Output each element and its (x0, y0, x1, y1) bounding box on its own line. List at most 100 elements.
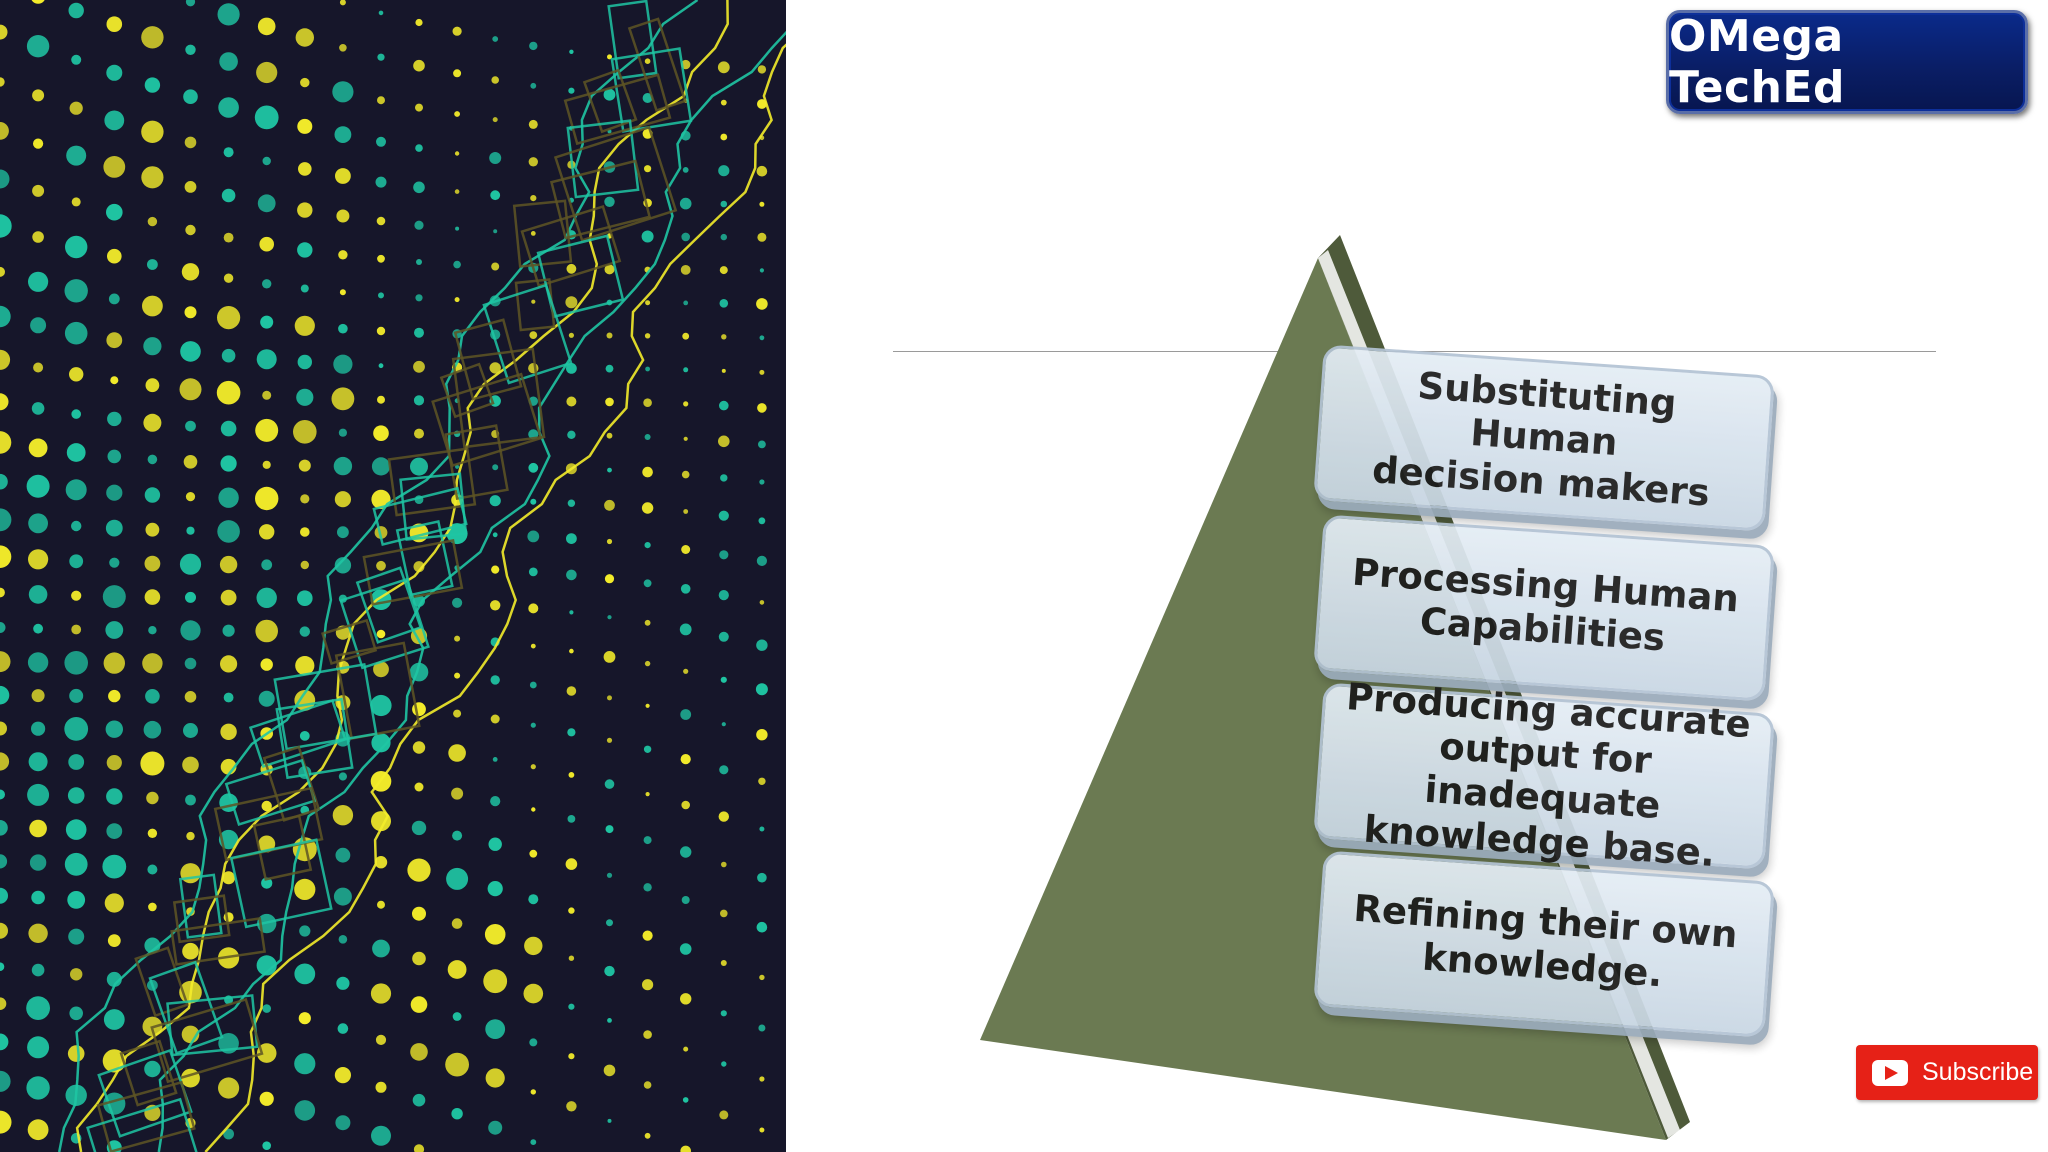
decor-dot (143, 337, 162, 356)
decor-dot (568, 955, 575, 961)
decor-dot (412, 951, 426, 966)
decor-dot (415, 18, 423, 27)
decor-rect (444, 424, 509, 501)
decor-dot (67, 1045, 85, 1062)
decor-dot (454, 297, 460, 303)
decor-dot (488, 837, 502, 851)
decor-rect (97, 1048, 193, 1138)
decor-dot (413, 181, 425, 194)
decor-dot (568, 332, 575, 338)
decor-dot (331, 387, 355, 411)
decor-dot (490, 600, 501, 611)
decor-dot (27, 652, 49, 673)
decor-dot (64, 852, 88, 876)
decor-dot (607, 695, 612, 701)
tier-2-text: Processing Human Capabilities (1350, 550, 1741, 660)
decor-dot (144, 937, 161, 954)
decor-dot (604, 965, 615, 977)
decor-dot (297, 118, 313, 134)
decor-dot (528, 894, 539, 905)
decor-dot (759, 369, 765, 375)
decor-dot (683, 1046, 689, 1052)
pyramid-tier-1: Substituting Human decision makers (1313, 344, 1775, 532)
decor-dot (376, 216, 386, 226)
decor-dot (108, 689, 121, 703)
decor-dot (530, 195, 537, 202)
decor-dot (183, 723, 198, 738)
decor-dot (0, 854, 8, 869)
decor-dot (604, 574, 615, 584)
decor-dot (680, 709, 692, 720)
decor-dot (67, 891, 86, 909)
decor-dot (568, 87, 575, 94)
decor-dot (0, 685, 10, 705)
decor-dot (300, 527, 310, 537)
decor-dot (719, 400, 729, 411)
decor-dot (415, 294, 423, 302)
subscribe-button[interactable]: Subscribe (1856, 1045, 2038, 1100)
decor-dot (186, 526, 195, 535)
decor-dot (335, 168, 351, 184)
decor-dot (66, 145, 87, 166)
decor-dot (680, 1145, 691, 1152)
decor-dot (566, 263, 577, 274)
decor-dot (757, 232, 767, 242)
decor-dot (413, 1144, 425, 1152)
decor-dot (64, 717, 89, 741)
decor-dot (683, 367, 689, 373)
decor-dot (681, 896, 690, 904)
decor-dot (294, 878, 316, 901)
decor-dot (642, 930, 653, 941)
decor-rect (431, 372, 543, 468)
decor-dot (69, 554, 84, 569)
decor-dot (334, 1067, 351, 1084)
decor-dot (643, 836, 652, 845)
decor-dot (645, 703, 650, 708)
decor-dot (26, 474, 50, 498)
decor-dot (759, 826, 765, 832)
decor-dot (262, 1004, 272, 1013)
decor-dot (0, 721, 7, 736)
decor-dot (681, 800, 690, 810)
decor-dot (374, 856, 388, 869)
decor-dot (376, 136, 386, 147)
decor-dot (186, 831, 195, 841)
decor-rect (566, 119, 640, 199)
decor-dot (644, 660, 651, 667)
decor-dot (679, 623, 692, 636)
decor-dot (219, 555, 238, 574)
decor-dot (370, 694, 392, 717)
tier-4-text: Refining their own knowledge. (1352, 887, 1739, 996)
decor-dot (759, 1127, 765, 1133)
decor-dot (643, 1081, 652, 1089)
decor-dot (65, 819, 87, 840)
decor-dot (414, 428, 424, 439)
decor-dot (71, 197, 81, 207)
decor-dot (607, 467, 612, 473)
decor-dot (644, 619, 651, 626)
decor-dot (68, 928, 85, 945)
decor-dot (339, 0, 346, 6)
decor-dot (759, 600, 765, 605)
decor-dot (644, 165, 652, 173)
decor-rect (172, 894, 231, 944)
decor-dot (0, 349, 11, 370)
dot-wave-artwork (0, 0, 786, 1152)
decor-dot (0, 1033, 9, 1051)
decor-wave-line (204, 43, 786, 1152)
decor-dot (643, 398, 652, 408)
decor-dot (220, 420, 237, 437)
decor-dot (759, 335, 765, 341)
decor-dot (27, 1036, 50, 1059)
decor-dot (70, 968, 83, 981)
decor-dot (297, 242, 313, 258)
decor-dot (0, 997, 7, 1010)
decor-dot (294, 963, 316, 985)
decor-dot (376, 629, 386, 639)
decor-dot (531, 299, 536, 304)
decor-dot (759, 268, 765, 273)
decor-dot (262, 1141, 272, 1150)
decor-dot (453, 260, 461, 269)
decor-dot (718, 435, 730, 448)
decor-dot (445, 1052, 469, 1077)
